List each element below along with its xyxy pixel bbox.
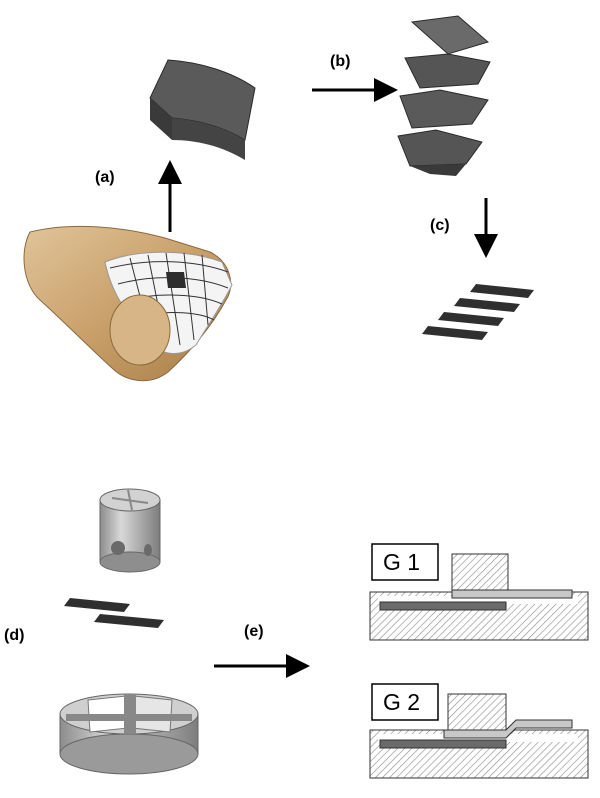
label-e: (e) — [244, 623, 264, 640]
g2-label-box — [371, 683, 439, 721]
sliced-patch-stack — [397, 15, 491, 176]
paired-strips-illustration — [64, 598, 164, 628]
label-b: (b) — [330, 53, 350, 70]
thin-strips-illustration — [422, 284, 534, 340]
label-c: (c) — [430, 217, 450, 234]
cylinder-holder-illustration — [99, 488, 161, 573]
cross-section-g2: G 2 — [369, 683, 589, 779]
patch-block-illustration — [149, 59, 256, 160]
label-d: (d) — [4, 627, 24, 644]
g1-label-box — [371, 543, 439, 581]
bone-model-illustration — [23, 225, 233, 382]
label-a: (a) — [95, 169, 115, 186]
g1-label: G 1 — [383, 549, 420, 575]
cross-section-g1: G 1 — [369, 543, 589, 641]
base-fixture-illustration — [59, 693, 199, 775]
g2-label: G 2 — [383, 689, 420, 715]
